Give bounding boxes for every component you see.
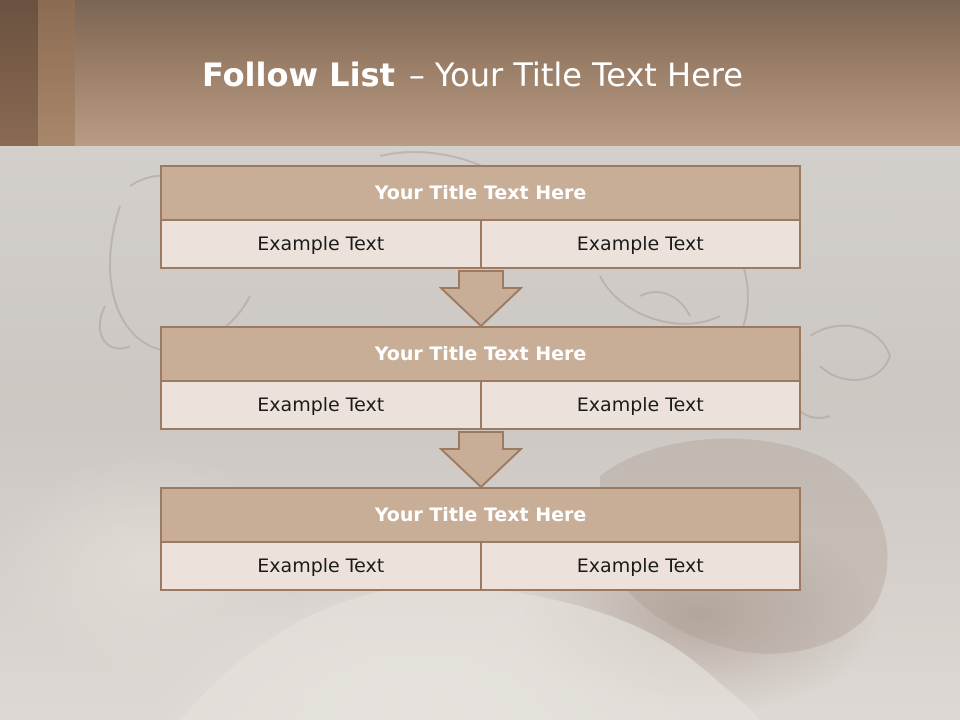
header-accent-light	[38, 0, 75, 146]
block-cell-left: Example Text	[160, 219, 482, 269]
down-arrow-icon	[439, 270, 523, 328]
block-cell-right: Example Text	[479, 380, 801, 430]
block-heading: Your Title Text Here	[160, 326, 801, 382]
block-cell-left: Example Text	[160, 380, 482, 430]
block-heading: Your Title Text Here	[160, 165, 801, 221]
list-block-3: Your Title Text Here Example Text Exampl…	[160, 487, 801, 591]
title-separator: –	[408, 56, 425, 94]
block-heading: Your Title Text Here	[160, 487, 801, 543]
title-bold: Follow List	[202, 56, 395, 94]
block-cell-right: Example Text	[479, 219, 801, 269]
title-rest: Your Title Text Here	[434, 56, 743, 94]
down-arrow-icon	[439, 431, 523, 489]
block-cell-left: Example Text	[160, 541, 482, 591]
block-row: Example Text Example Text	[160, 541, 801, 591]
header-accent-dark	[0, 0, 38, 146]
header-band: Follow List–Your Title Text Here	[0, 0, 960, 146]
slide-title: Follow List–Your Title Text Here	[202, 56, 743, 94]
list-block-2: Your Title Text Here Example Text Exampl…	[160, 326, 801, 430]
block-row: Example Text Example Text	[160, 380, 801, 430]
list-block-1: Your Title Text Here Example Text Exampl…	[160, 165, 801, 269]
block-cell-right: Example Text	[479, 541, 801, 591]
block-row: Example Text Example Text	[160, 219, 801, 269]
